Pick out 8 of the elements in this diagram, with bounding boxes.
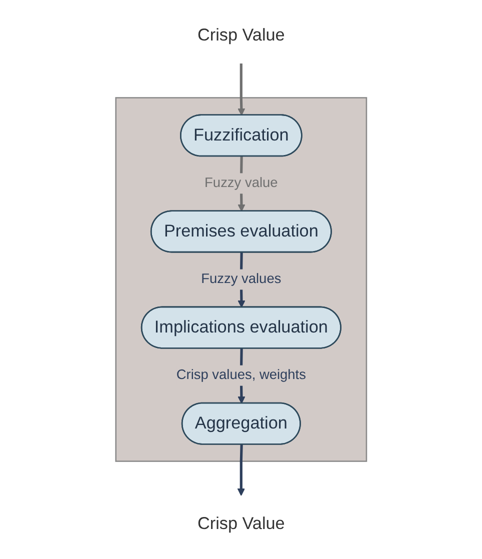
node-text: Crisp Value [197,514,285,534]
arrow [238,63,246,116]
edge-label: Crisp values, weights [176,368,306,382]
edge-label: Fuzzy values [200,272,282,286]
edge-label: Fuzzy value [204,176,278,190]
cluster [115,97,367,462]
node-text: Crisp Value [197,26,285,45]
arrow [237,444,245,496]
